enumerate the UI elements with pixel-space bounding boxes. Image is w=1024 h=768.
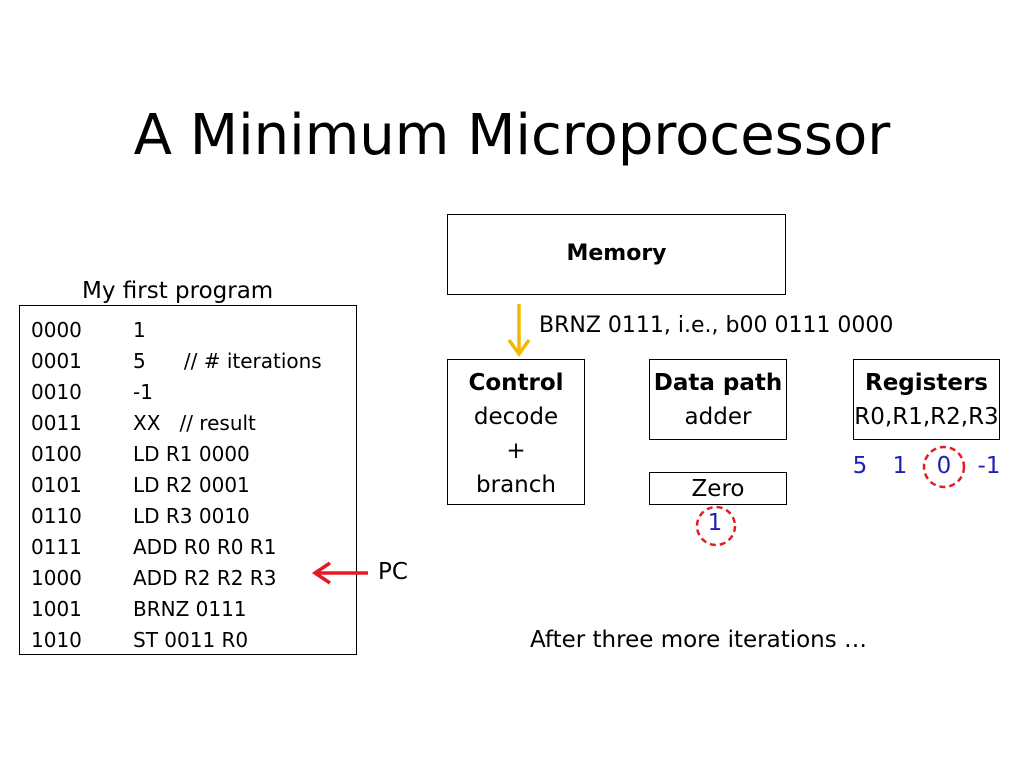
control-title: Control xyxy=(468,370,564,396)
program-instruction: 5 // # iterations xyxy=(133,349,322,373)
program-row: 1001 BRNZ 0111 xyxy=(20,594,356,625)
memory-label: Memory xyxy=(566,241,667,266)
program-row: 0100 LD R1 0000 xyxy=(20,439,356,470)
program-row: 0001 5 // # iterations xyxy=(20,346,356,377)
program-address: 1000 xyxy=(31,566,82,590)
program-row: 0101 LD R2 0001 xyxy=(20,470,356,501)
datapath-title: Data path xyxy=(653,370,783,396)
register-value-r1: 1 xyxy=(892,453,908,479)
fetched-instruction: BRNZ 0111, i.e., b00 0111 0000 xyxy=(539,313,894,338)
datapath-line-adder: adder xyxy=(684,404,752,430)
program-address: 0101 xyxy=(31,473,82,497)
program-instruction: LD R2 0001 xyxy=(133,473,250,497)
program-address: 0000 xyxy=(31,318,82,342)
program-row: 0011 XX // result xyxy=(20,408,356,439)
registers-names: R0,R1,R2,R3 xyxy=(854,404,999,430)
pc-arrow-icon xyxy=(311,561,368,585)
registers-title: Registers xyxy=(865,370,988,396)
program-address: 0001 xyxy=(31,349,82,373)
memory-block: Memory xyxy=(447,214,786,295)
program-instruction: 1 xyxy=(133,318,146,342)
program-row: 1000 ADD R2 R2 R3 xyxy=(20,563,356,594)
program-address: 1010 xyxy=(31,628,82,652)
program-instruction: ST 0011 R0 xyxy=(133,628,249,652)
register-value-r3: -1 xyxy=(977,453,1001,479)
registers-block: Registers R0,R1,R2,R3 xyxy=(853,359,1000,440)
program-address: 0111 xyxy=(31,535,82,559)
iterations-note: After three more iterations … xyxy=(530,627,868,653)
program-instruction: BRNZ 0111 xyxy=(133,597,247,621)
program-address: 0011 xyxy=(31,411,82,435)
program-instruction: XX // result xyxy=(133,411,256,435)
program-row: 1010 ST 0011 R0 xyxy=(20,625,356,656)
zero-flag-label: Zero xyxy=(691,476,745,502)
program-row: 0111 ADD R0 R0 R1 xyxy=(20,532,356,563)
control-line-branch: branch xyxy=(476,472,556,498)
program-address: 0100 xyxy=(31,442,82,466)
program-row: 0110 LD R3 0010 xyxy=(20,501,356,532)
control-line-decode: decode xyxy=(473,404,559,430)
program-instruction: LD R3 0010 xyxy=(133,504,250,528)
program-instruction: LD R1 0000 xyxy=(133,442,250,466)
zero-flag-block: Zero xyxy=(649,472,787,505)
register-value-r2: 0 xyxy=(936,453,952,479)
program-instruction: ADD R2 R2 R3 xyxy=(133,566,277,590)
slide-title: A Minimum Microprocessor xyxy=(133,103,891,168)
program-address: 0010 xyxy=(31,380,82,404)
program-address: 1001 xyxy=(31,597,82,621)
fetch-arrow-icon xyxy=(507,304,531,358)
zero-highlight-circle-icon xyxy=(695,505,737,547)
control-line-plus: + xyxy=(506,438,526,464)
program-caption: My first program xyxy=(82,278,274,304)
program-row: 0000 1 xyxy=(20,315,356,346)
program-row: 0010 -1 xyxy=(20,377,356,408)
zero-flag-value: 1 xyxy=(707,510,723,536)
register-highlight-circle-icon xyxy=(922,445,966,489)
program-address: 0110 xyxy=(31,504,82,528)
pc-label: PC xyxy=(378,559,408,585)
program-instruction: ADD R0 R0 R1 xyxy=(133,535,277,559)
control-block: Control decode + branch xyxy=(447,359,585,505)
program-instruction: -1 xyxy=(133,380,153,404)
register-value-r0: 5 xyxy=(852,453,868,479)
datapath-block: Data path adder xyxy=(649,359,787,440)
program-listing: 0000 1 0001 5 // # iterations 0010 -1 00… xyxy=(19,305,357,655)
